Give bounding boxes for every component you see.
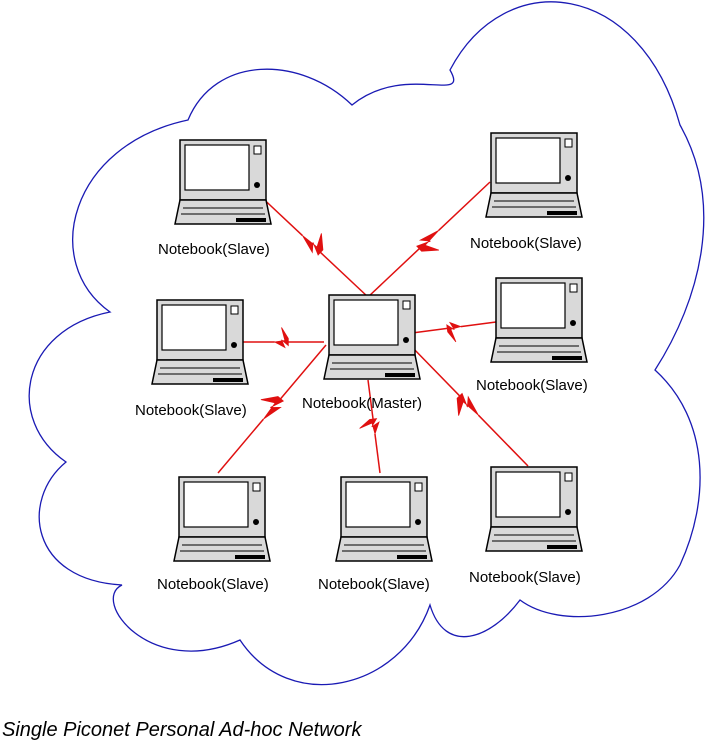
notebook-label: Notebook(Slave): [157, 576, 269, 593]
notebook-label: Notebook(Slave): [476, 377, 588, 394]
diagram-caption: Single Piconet Personal Ad-hoc Network: [2, 719, 362, 741]
wireless-link-line: [280, 344, 327, 400]
wireless-link-line: [217, 418, 264, 474]
notebook-label: Notebook(Slave): [158, 241, 270, 258]
notebooks: Notebook(Master) Notebook(Slave) Notebook(…: [135, 132, 588, 593]
laptop-icon: [490, 277, 588, 363]
notebook-slave-1: Notebook(Slave): [158, 139, 272, 258]
laptop-icon: [173, 476, 271, 562]
wireless-link-bolt-slave-1: [302, 233, 324, 256]
laptop-icon: [174, 139, 272, 225]
wireless-link-bolt-slave-4: [446, 321, 462, 343]
notebook-label: Notebook(Slave): [470, 235, 582, 252]
wireless-link-line: [367, 379, 374, 420]
wireless-link-bolt-slave-6: [359, 418, 380, 436]
notebook-label: Notebook(Slave): [318, 576, 430, 593]
wireless-link-line: [460, 321, 497, 328]
wireless-link-line: [374, 433, 381, 474]
notebook-slave-4: Notebook(Slave): [476, 277, 588, 394]
wireless-link-bolt-slave-5: [260, 396, 285, 420]
wireless-link-line: [409, 344, 461, 397]
notebook-slave-7: Notebook(Slave): [469, 466, 583, 586]
cloud-boundary: [28, 1, 705, 686]
laptop-icon: [151, 299, 249, 385]
wireless-link-line: [320, 251, 369, 298]
notebook-slave-2: Notebook(Slave): [470, 132, 583, 252]
laptop-icon: [485, 466, 583, 552]
notebook-label: Notebook(Slave): [469, 569, 581, 586]
laptop-icon: [335, 476, 433, 562]
wireless-link-bolt-slave-3: [273, 327, 289, 349]
wireless-link-bolt-slave-7: [456, 392, 479, 416]
notebook-label: Notebook(Master): [302, 395, 422, 412]
wireless-links: [217, 181, 529, 474]
wireless-link-line: [438, 181, 491, 231]
notebook-master: Notebook(Master): [302, 294, 422, 412]
wireless-link-line: [367, 248, 420, 298]
notebook-slave-5: Notebook(Slave): [157, 476, 271, 593]
wireless-link-line: [411, 327, 448, 334]
notebook-slave-6: Notebook(Slave): [318, 476, 433, 593]
laptop-icon: [485, 132, 583, 218]
notebook-label: Notebook(Slave): [135, 402, 247, 419]
laptop-icon: [323, 294, 421, 380]
wireless-link-line: [477, 414, 529, 467]
notebook-slave-3: Notebook(Slave): [135, 299, 249, 419]
wireless-link-bolt-slave-2: [416, 229, 440, 252]
